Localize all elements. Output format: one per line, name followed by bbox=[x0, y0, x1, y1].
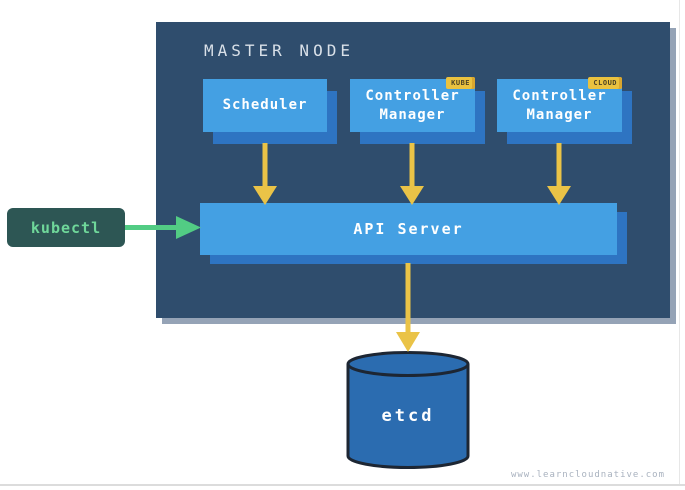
master-node-panel: MASTER NODE Scheduler KUBE Controller Ma… bbox=[156, 22, 670, 318]
controller-manager-cloud-box: CLOUD Controller Manager bbox=[497, 77, 622, 132]
api-server-box: API Server bbox=[200, 203, 617, 255]
kubectl-label: kubectl bbox=[30, 218, 102, 237]
cloud-badge: CLOUD bbox=[588, 77, 622, 89]
master-node-title: MASTER NODE bbox=[204, 41, 354, 60]
page-bottom-edge bbox=[0, 484, 685, 486]
page-right-edge bbox=[679, 0, 680, 484]
controller-manager-kube-box: KUBE Controller Manager bbox=[350, 77, 475, 132]
controller-manager-kube-label: Controller Manager bbox=[365, 87, 460, 123]
etcd-cylinder bbox=[346, 351, 470, 469]
etcd-label: etcd bbox=[381, 406, 435, 426]
watermark: www.learncloudnative.com bbox=[510, 470, 665, 480]
kube-badge: KUBE bbox=[446, 77, 475, 89]
api-server-label: API Server bbox=[353, 219, 464, 238]
scheduler-label: Scheduler bbox=[222, 97, 308, 114]
kubectl-box: kubectl bbox=[7, 208, 125, 247]
scheduler-box: Scheduler bbox=[203, 79, 327, 132]
controller-manager-cloud-label: Controller Manager bbox=[512, 87, 607, 123]
